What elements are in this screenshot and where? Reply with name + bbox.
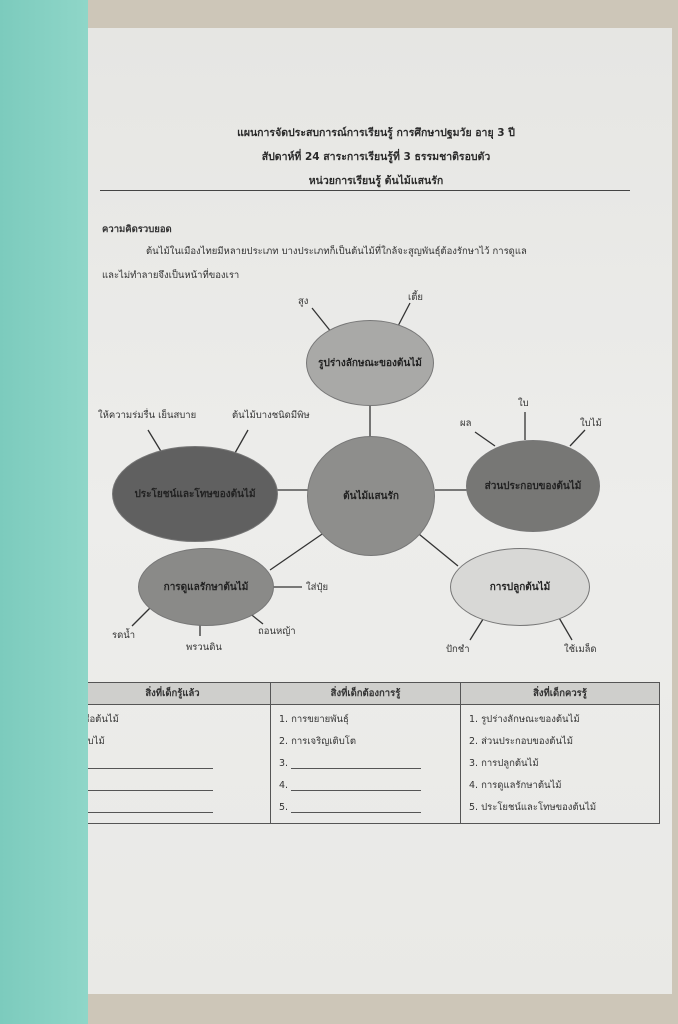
- header-line-2: สัปดาห์ที่ 24 สาระการเรียนรู้ที่ 3 ธรรมช…: [261, 151, 491, 163]
- leaf-fertilize: ใส่ปุ๋ย: [306, 582, 329, 593]
- header-line-3: หน่วยการเรียนรู้ ต้นไม้แสนรัก: [308, 175, 444, 187]
- col-want: สิ่งที่เด็กต้องการรู้: [270, 682, 461, 705]
- leaf-poison: ต้นไม้บางชนิดมีพิษ: [232, 410, 310, 421]
- want-item: 3.: [279, 758, 289, 769]
- leaf-cutting: ปักชำ: [446, 644, 470, 655]
- concept-line-1: ต้นไม้ในเมืองไทยมีหลายประเภท บางประเภทก็…: [146, 246, 527, 257]
- leaf-leaf: ใบ: [518, 398, 529, 409]
- node-parts: ส่วนประกอบของต้นไม้: [466, 440, 600, 532]
- leaf-shade: ให้ความร่มรื่น เย็นสบาย: [98, 410, 197, 421]
- kwl-table: สิ่งที่เด็กรู้แล้ว สิ่งที่เด็กต้องการรู้…: [74, 682, 660, 824]
- leaf-weed: ถอนหญ้า: [258, 626, 296, 637]
- concept-line-2: และไม่ทำลายจึงเป็นหน้าที่ของเรา: [102, 270, 240, 281]
- known-item: ชื่อต้นไม้: [83, 714, 119, 725]
- node-plant: การปลูกต้นไม้: [450, 548, 590, 626]
- should-item: 1. รูปร่างลักษณะของต้นไม้: [469, 714, 580, 725]
- header-line-1: แผนการจัดประสบการณ์การเรียนรู้ การศึกษาป…: [237, 127, 515, 139]
- leaf-water: รดน้ำ: [112, 630, 136, 641]
- should-item: 5. ประโยชน์และโทษของต้นไม้: [469, 802, 597, 813]
- known-item: ใบไม้: [83, 736, 105, 747]
- want-item: 5.: [279, 802, 289, 813]
- should-item: 3. การปลูกต้นไม้: [469, 758, 539, 769]
- leaf-fruit: ผล: [460, 418, 472, 429]
- concept-heading: ความคิดรวบยอด: [102, 224, 172, 235]
- want-item: 2. การเจริญเติบโต: [279, 736, 357, 747]
- mindmap-connectors: [131, 302, 586, 641]
- node-benefit: ประโยชน์และโทษของต้นไม้: [112, 446, 278, 542]
- leaf-leaves: ใบไม้: [580, 418, 602, 429]
- col-should: สิ่งที่เด็กควรรู้: [460, 682, 660, 705]
- header-rule: [100, 190, 630, 191]
- leaf-seed: ใช้เมล็ด: [564, 644, 597, 655]
- should-item: 2. ส่วนประกอบของต้นไม้: [469, 736, 573, 747]
- should-item: 4. การดูแลรักษาต้นไม้: [469, 780, 562, 791]
- teal-folder-edge: [0, 0, 88, 1024]
- want-item: 1. การขยายพันธุ์: [279, 714, 349, 725]
- node-care: การดูแลรักษาต้นไม้: [138, 548, 274, 626]
- col-known: สิ่งที่เด็กรู้แล้ว: [74, 682, 271, 705]
- node-shape: รูปร่างลักษณะของต้นไม้: [306, 320, 434, 406]
- document-page: แผนการจัดประสบการณ์การเรียนรู้ การศึกษาป…: [74, 28, 672, 994]
- leaf-short: เตี้ย: [408, 292, 423, 303]
- node-center: ต้นไม้แสนรัก: [307, 436, 435, 556]
- leaf-tall: สูง: [298, 296, 309, 307]
- leaf-till: พรวนดิน: [186, 642, 222, 653]
- want-item: 4.: [279, 780, 289, 791]
